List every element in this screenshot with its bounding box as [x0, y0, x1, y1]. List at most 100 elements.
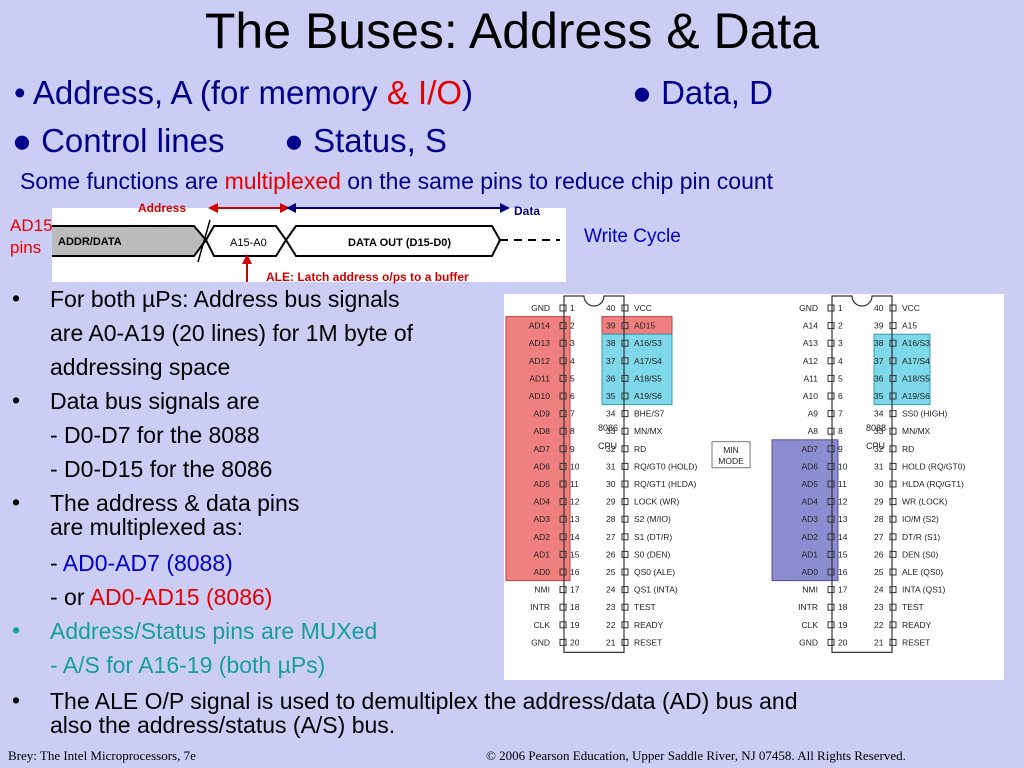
pin-box	[827, 339, 835, 347]
left-pin-name: AD9	[533, 409, 550, 419]
pin-box	[621, 392, 629, 400]
ale-arrow-head	[242, 254, 252, 264]
right-pin-name: MN/MX	[902, 426, 931, 436]
pin-box	[621, 339, 629, 347]
left-pin-number: 1	[570, 303, 575, 313]
left-pin-name: AD1	[801, 549, 818, 559]
pin-box	[827, 427, 835, 435]
left-pin-name: A13	[803, 338, 818, 348]
right-pin-name: A19/S6	[634, 391, 662, 401]
pin-box	[559, 392, 567, 400]
left-pin-number: 14	[838, 532, 848, 542]
pin-box	[889, 410, 897, 418]
left-pin-number: 19	[838, 620, 848, 630]
left-pin-name: AD4	[801, 497, 818, 507]
bullet-3-line-4-pre: - or	[50, 584, 90, 610]
pin-box	[827, 533, 835, 541]
pin-box	[621, 322, 629, 330]
right-pin-name: A16/S3	[634, 338, 662, 348]
bullet-2-line-1: Data bus signals are	[50, 388, 260, 414]
subtitle-post: on the same pins to reduce chip pin coun…	[340, 168, 774, 194]
bullet-3-line-3-pre: -	[50, 550, 63, 576]
mode-bracket	[711, 441, 751, 469]
right-pin-name: READY	[902, 620, 932, 630]
pin-box	[559, 568, 567, 576]
right-pin-name: TEST	[902, 602, 924, 612]
left-pin-number: 13	[570, 514, 580, 524]
pin-box	[889, 533, 897, 541]
data-field: DATA OUT (D15-D0)	[348, 237, 451, 249]
right-pin-number: 26	[606, 549, 616, 559]
pin-box	[559, 410, 567, 418]
right-pin-name: READY	[634, 620, 664, 630]
right-pin-name: QS0 (ALE)	[634, 567, 675, 577]
ad-pins-highlight-8088	[771, 439, 839, 582]
right-pin-number: 31	[874, 461, 884, 471]
right-pin-number: 39	[606, 321, 616, 331]
left-pin-name: CLK	[533, 620, 550, 630]
right-pin-name: RESET	[634, 637, 662, 647]
left-pin-number: 7	[838, 409, 843, 419]
pin-box	[559, 445, 567, 453]
right-pin-number: 28	[606, 514, 616, 524]
left-pin-name: AD4	[533, 497, 550, 507]
left-pin-name: A14	[803, 321, 818, 331]
left-pin-number: 12	[838, 497, 848, 507]
subtitle: Some functions are multiplexed on the sa…	[20, 168, 773, 195]
left-pin-name: AD3	[533, 514, 550, 524]
right-pin-number: 26	[874, 549, 884, 559]
right-pin-number: 24	[874, 585, 884, 595]
right-pin-name: VCC	[902, 303, 920, 313]
left-pin-number: 3	[570, 338, 575, 348]
right-pin-number: 34	[874, 409, 884, 419]
pin-box	[559, 586, 567, 594]
right-pin-number: 21	[606, 637, 616, 647]
right-pin-name: BHE/S7	[634, 409, 665, 419]
pin-box	[889, 568, 897, 576]
pin-box	[827, 462, 835, 470]
pin-box	[889, 603, 897, 611]
pin-box	[559, 550, 567, 558]
left-pin-name: GND	[531, 303, 550, 313]
left-pin-name: AD6	[801, 461, 818, 471]
left-pin-number: 8	[570, 426, 575, 436]
pin-box	[559, 621, 567, 629]
left-pin-number: 17	[570, 585, 580, 595]
chip-name: 8088	[866, 423, 886, 433]
left-pin-number: 4	[838, 356, 843, 366]
chip-body	[831, 295, 893, 653]
left-pin-name: AD11	[529, 373, 550, 383]
left-pin-number: 9	[838, 444, 843, 454]
pin-box	[889, 339, 897, 347]
waveform-initial	[52, 226, 206, 256]
left-pin-number: 3	[838, 338, 843, 348]
pin-box	[827, 638, 835, 646]
right-pin-name: S0 (DEN)	[634, 549, 671, 559]
bullet-1-line-3: addressing space	[50, 354, 231, 380]
pin-box	[827, 568, 835, 576]
left-pin-number: 2	[838, 321, 843, 331]
signal-name: ADDR/DATA	[58, 236, 122, 248]
left-pin-name: GND	[799, 637, 818, 647]
pin-box	[621, 586, 629, 594]
right-pin-number: 23	[606, 602, 616, 612]
pin-box	[827, 603, 835, 611]
left-pin-name: AD7	[533, 444, 550, 454]
pin-box	[621, 568, 629, 576]
right-pin-name: VCC	[634, 303, 652, 313]
header-io: & I/O	[386, 74, 463, 111]
left-pin-name: AD5	[801, 479, 818, 489]
right-pin-number: 33	[874, 426, 884, 436]
pin-box	[621, 462, 629, 470]
left-pin-number: 12	[570, 497, 580, 507]
right-pin-name: RQ/GT0 (HOLD)	[634, 461, 697, 471]
left-pin-name: A11	[804, 373, 819, 383]
right-pin-name: A16/S3	[902, 338, 930, 348]
ad-pins-highlight-8086	[505, 316, 571, 582]
left-pin-number: 20	[838, 637, 848, 647]
right-pin-number: 33	[606, 426, 616, 436]
pin-box	[621, 427, 629, 435]
left-pin-number: 19	[570, 620, 580, 630]
left-pin-name: AD0	[801, 567, 818, 577]
left-pin-number: 8	[838, 426, 843, 436]
